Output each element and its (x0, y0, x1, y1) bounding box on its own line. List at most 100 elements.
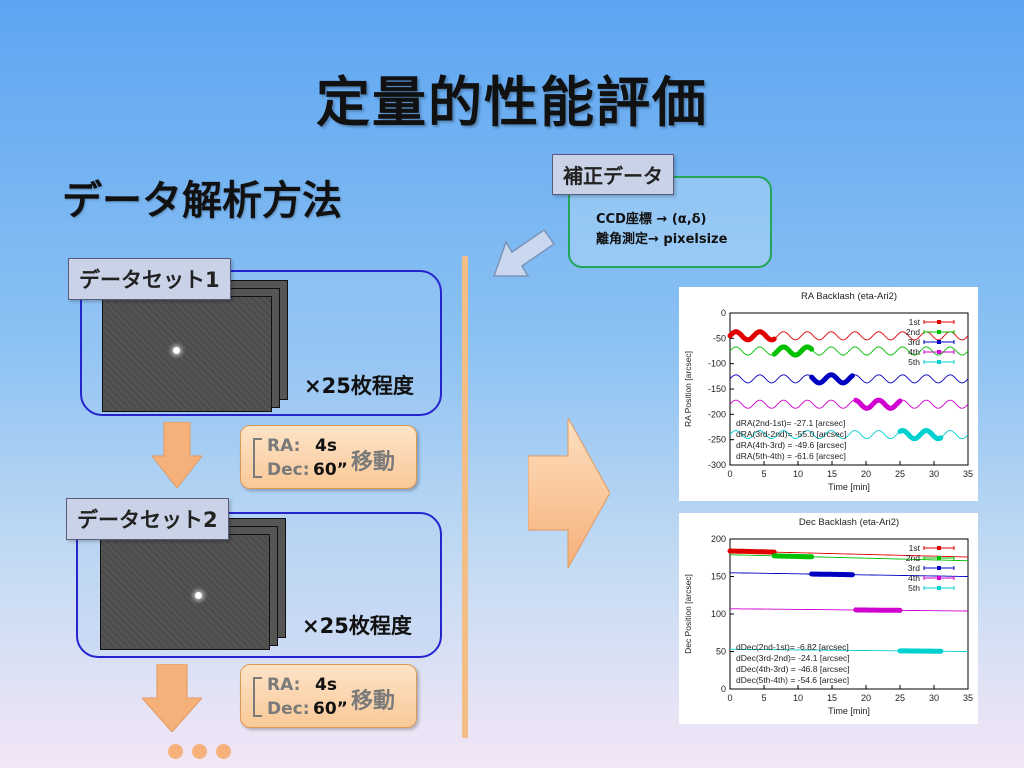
series-points-3rd (809, 571, 855, 578)
ra-key: RA: (267, 436, 301, 456)
down-arrow-2 (142, 664, 202, 732)
legend-marker (937, 330, 941, 334)
chart-title: RA Backlash (eta-Ari2) (801, 291, 897, 302)
legend-label: 4th (908, 573, 920, 583)
correction-label: 補正データ (552, 154, 674, 195)
legend-marker (937, 566, 941, 570)
y-tick-label: 200 (711, 534, 726, 544)
ellipsis-dot (192, 744, 207, 759)
ra-value: 4s (315, 436, 337, 456)
annotation-text: dDec(5th-4th) = -54.6 [arcsec] (736, 675, 849, 685)
annotation-text: dRA(4th-3rd) = -49.6 [arcsec] (736, 440, 846, 450)
x-tick-label: 0 (727, 693, 732, 703)
x-tick-label: 30 (929, 469, 939, 479)
move-label: 移動 (351, 450, 396, 475)
move-box-1: RA: 4s Dec: 60” 移動 (240, 425, 417, 489)
series-points-4th (853, 397, 903, 411)
bracket (253, 677, 262, 717)
series-line-2nd (730, 554, 969, 562)
x-tick-label: 5 (761, 469, 766, 479)
y-tick-label: -50 (713, 333, 726, 343)
ccd-image-2 (100, 534, 270, 650)
legend-marker (937, 546, 941, 550)
y-axis-label: RA Position [arcsec] (683, 351, 693, 427)
legend-label: 5th (908, 357, 920, 367)
legend-marker (937, 576, 941, 580)
annotation-text: dDec(4th-3rd) = -46.8 [arcsec] (736, 664, 850, 674)
annotation-text: dRA(2nd-1st)= -27.1 [arcsec] (736, 418, 845, 428)
x-tick-label: 15 (827, 469, 837, 479)
legend-marker (937, 360, 941, 364)
ra-key: RA: (267, 675, 301, 695)
x-tick-label: 0 (727, 469, 732, 479)
x-tick-label: 5 (761, 693, 766, 703)
legend-marker (937, 350, 941, 354)
legend-label: 2nd (906, 327, 920, 337)
chart-title: Dec Backlash (eta-Ari2) (799, 517, 899, 528)
vertical-divider (462, 256, 468, 738)
y-tick-label: 50 (716, 647, 726, 657)
correction-line-2: 離角測定→ pixelsize (596, 232, 728, 247)
x-tick-label: 35 (963, 469, 973, 479)
legend-label: 1st (909, 543, 921, 553)
star-spot (173, 347, 180, 354)
legend-label: 5th (908, 583, 920, 593)
legend-marker (937, 556, 941, 560)
series-line-2nd (729, 346, 969, 356)
dec-key: Dec: (267, 460, 310, 480)
dec-value: 60” (313, 460, 348, 480)
x-tick-label: 10 (793, 469, 803, 479)
x-tick-label: 20 (861, 693, 871, 703)
series-points-2nd (771, 553, 815, 560)
series-points-5th (897, 428, 944, 442)
correction-line-1: CCD座標 → (α,δ) (596, 212, 707, 227)
slide-title: 定量的性能評価 (316, 71, 708, 134)
x-tick-label: 35 (963, 693, 973, 703)
series-points-2nd (771, 344, 815, 358)
series-points-4th (853, 607, 903, 613)
down-arrow-1 (152, 422, 202, 488)
legend-label: 3rd (908, 337, 921, 347)
y-tick-label: -100 (708, 359, 726, 369)
series-points-3rd (809, 372, 855, 386)
series-points-1st (727, 548, 777, 555)
dataset-1-label: データセット1 (68, 258, 231, 300)
y-tick-label: -300 (708, 460, 726, 470)
diagonal-arrow (492, 228, 556, 277)
ra-value: 4s (315, 675, 337, 695)
y-tick-label: -200 (708, 409, 726, 419)
annotation-text: dDec(2nd-1st)= -6.82 [arcsec] (736, 642, 849, 652)
series-line-4th (729, 399, 969, 409)
move-label: 移動 (351, 689, 396, 714)
x-tick-label: 25 (895, 693, 905, 703)
x-axis-label: Time [min] (828, 706, 870, 716)
annotation-text: dRA(3rd-2nd)= -55.0 [arcsec] (736, 429, 846, 439)
y-tick-label: -250 (708, 435, 726, 445)
legend-label: 1st (909, 317, 921, 327)
series-line-4th (730, 608, 968, 612)
legend-label: 3rd (908, 563, 921, 573)
dataset-2-label: データセット2 (66, 498, 229, 540)
ellipsis-dot (216, 744, 231, 759)
y-tick-label: 0 (721, 684, 726, 694)
legend-label: 4th (908, 347, 920, 357)
y-tick-label: 150 (711, 572, 726, 582)
dataset-2-count: ×25枚程度 (302, 614, 412, 638)
ccd-image-1 (102, 296, 272, 412)
x-tick-label: 30 (929, 693, 939, 703)
x-axis-label: Time [min] (828, 482, 870, 492)
annotation-text: dDec(3rd-2nd)= -24.1 [arcsec] (736, 653, 850, 663)
legend-marker (937, 320, 941, 324)
legend-marker (937, 586, 941, 590)
legend-marker (937, 340, 941, 344)
x-tick-label: 20 (861, 469, 871, 479)
series-points-1st (727, 329, 777, 343)
star-spot (195, 592, 202, 599)
y-tick-label: 0 (721, 308, 726, 318)
move-box-2: RA: 4s Dec: 60” 移動 (240, 664, 417, 728)
dec-value: 60” (313, 699, 348, 719)
bracket (253, 438, 262, 478)
